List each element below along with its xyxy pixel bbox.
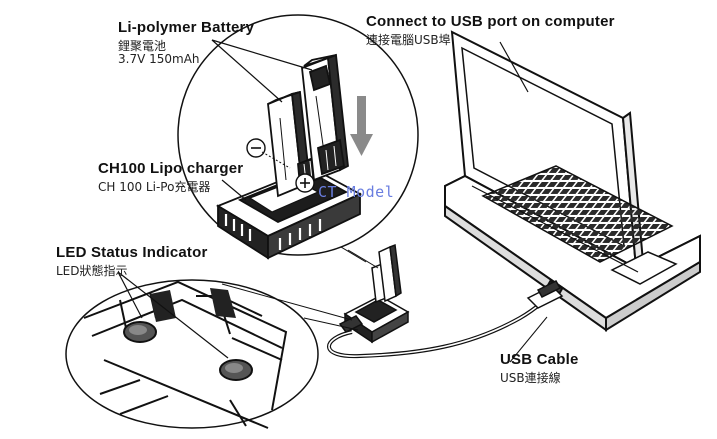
usb-port-title-cn: 連接電腦USB埠 xyxy=(366,33,451,47)
led-zoom xyxy=(65,279,319,429)
battery-front xyxy=(267,90,321,198)
battery-back xyxy=(301,53,349,182)
led-title-cn: LED狀態指示 xyxy=(56,264,128,278)
positive-polarity-icon xyxy=(295,173,315,193)
battery-title-cn: 鋰聚電池 xyxy=(118,39,167,53)
usb-port-title: Connect to USB port on computer xyxy=(366,13,615,30)
charger-title-cn: CH 100 Li-Po充電器 xyxy=(98,180,211,194)
led-indicator-2 xyxy=(219,359,253,381)
negative-polarity-icon xyxy=(246,138,266,158)
insert-arrow xyxy=(350,96,373,156)
watermark: CT Model xyxy=(318,183,395,201)
charger-zoom-circle xyxy=(177,14,419,260)
laptop xyxy=(444,30,701,332)
charger-title: CH100 Lipo charger xyxy=(98,160,244,177)
cable-title: USB Cable xyxy=(500,351,579,368)
battery-spec: 3.7V 150mAh xyxy=(118,52,200,66)
cable-title-cn: USB連接線 xyxy=(500,371,561,385)
usb-plug xyxy=(526,280,564,309)
laptop-touchpad xyxy=(610,251,678,285)
led-indicator-1 xyxy=(123,321,157,343)
battery-title: Li-polymer Battery xyxy=(118,19,255,36)
charger-small xyxy=(338,243,410,344)
led-title: LED Status Indicator xyxy=(56,244,208,261)
laptop-keyboard xyxy=(481,165,674,263)
